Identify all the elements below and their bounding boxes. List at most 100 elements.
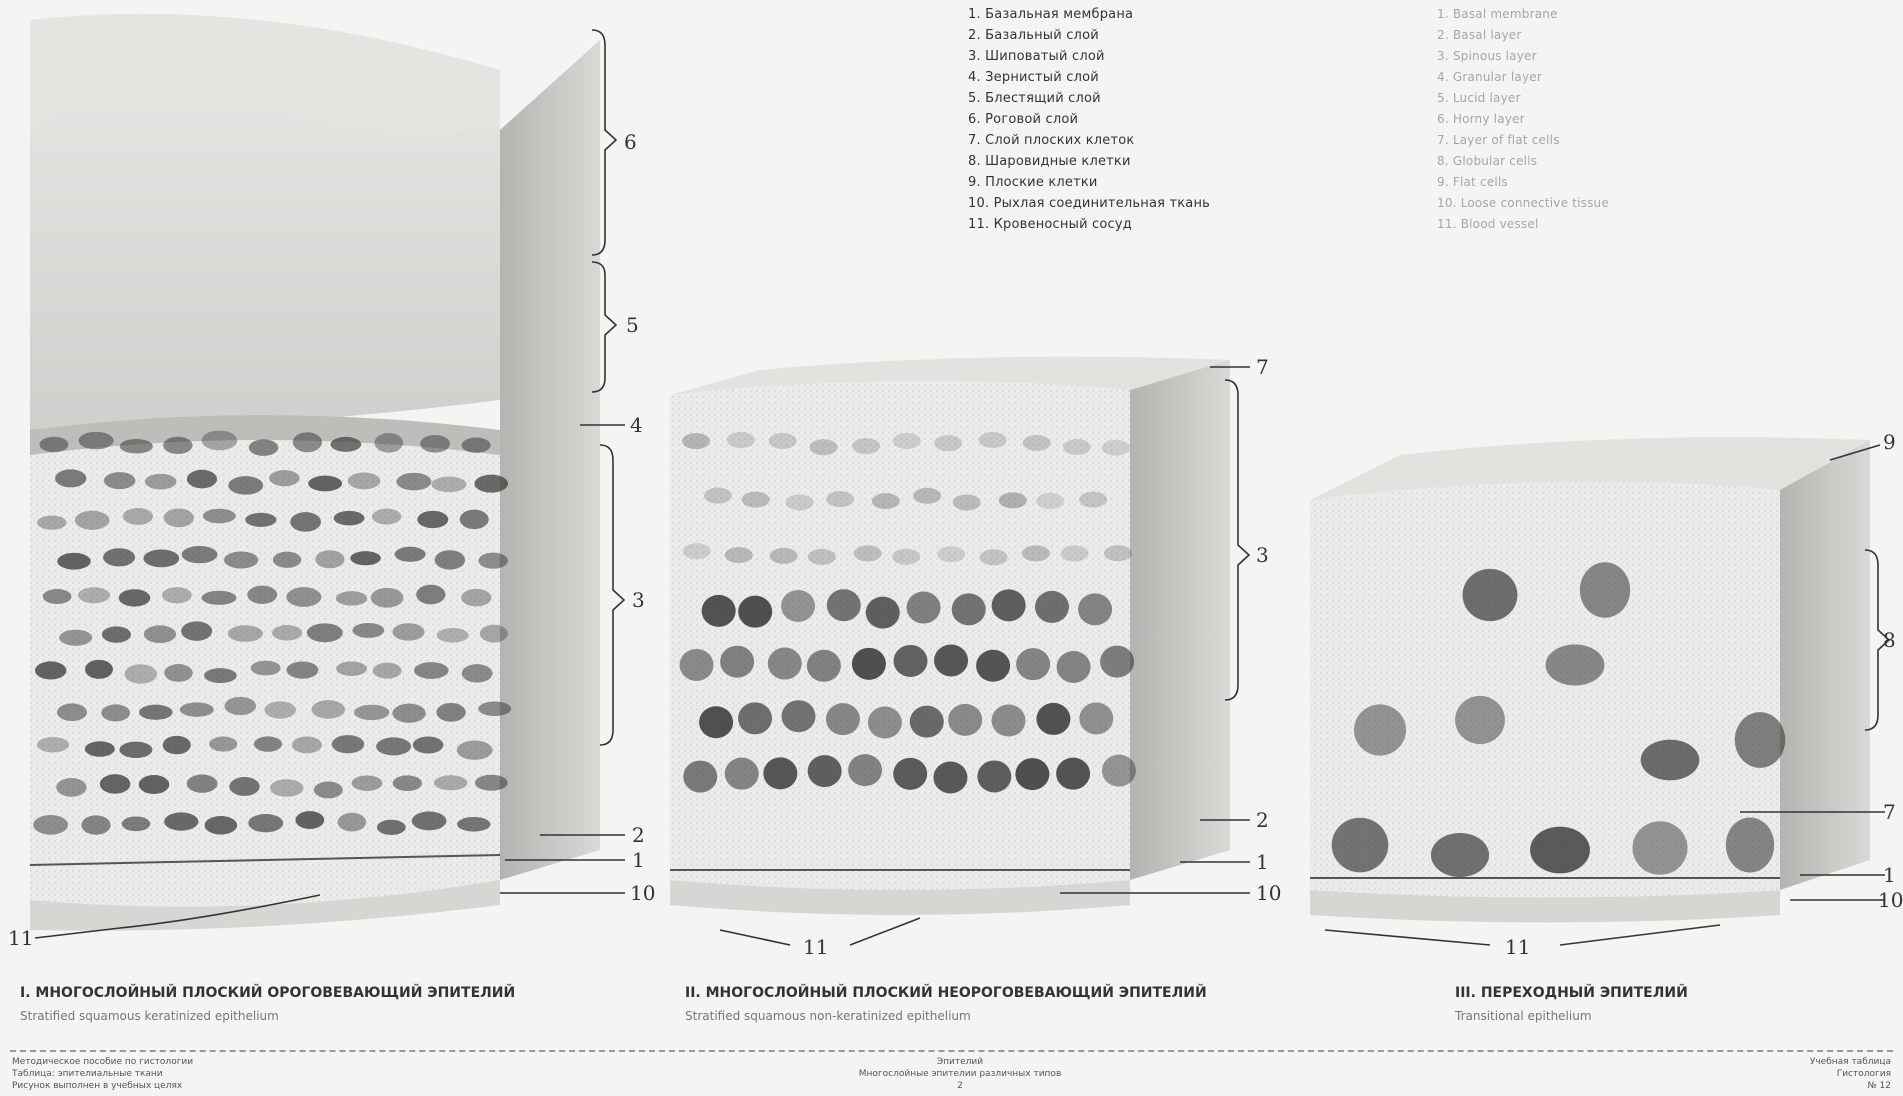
cell-nucleus xyxy=(720,646,754,678)
cell-nucleus xyxy=(810,439,838,455)
cell-nucleus xyxy=(292,737,322,754)
cell-nucleus xyxy=(202,430,238,450)
legend-item: 7. Layer of flat cells xyxy=(1437,130,1697,151)
cell-nucleus xyxy=(228,476,263,494)
callout-2: 2 xyxy=(1256,808,1269,832)
cell-nucleus xyxy=(352,775,383,791)
cell-nucleus xyxy=(953,494,981,510)
callout-10: 10 xyxy=(1878,888,1903,912)
cell-nucleus xyxy=(123,508,153,525)
cell-nucleus xyxy=(893,433,921,449)
cell-nucleus xyxy=(725,758,759,790)
legend-item: 10. Рыхлая соединительная ткань xyxy=(968,193,1388,214)
cell-nucleus xyxy=(81,815,110,834)
cell-nucleus xyxy=(437,628,469,643)
legend-item: 2. Basal layer xyxy=(1437,25,1697,46)
cell-nucleus xyxy=(57,703,87,721)
cell-nucleus xyxy=(1036,493,1064,509)
cell-nucleus xyxy=(1726,818,1774,873)
callout-7: 7 xyxy=(1256,355,1269,379)
cell-nucleus xyxy=(808,755,842,787)
cell-nucleus xyxy=(852,438,880,454)
cell-nucleus xyxy=(85,741,115,756)
cell-nucleus xyxy=(314,782,343,799)
cell-nucleus xyxy=(979,432,1007,448)
cell-nucleus xyxy=(1332,818,1389,873)
callout-4: 4 xyxy=(630,413,643,437)
caption-title: I. МНОГОСЛОЙНЫЙ ПЛОСКИЙ ОРОГОВЕВАЮЩИЙ ЭП… xyxy=(20,985,515,1001)
legend-item: 2. Базальный слой xyxy=(968,25,1388,46)
cell-nucleus xyxy=(37,737,69,752)
legend-item: 4. Зернистый слой xyxy=(968,67,1388,88)
block-nonkeratinized xyxy=(670,357,1230,915)
cell-nucleus xyxy=(436,703,465,722)
cell-nucleus xyxy=(461,589,491,607)
cell-nucleus xyxy=(462,438,491,453)
cell-nucleus xyxy=(143,549,179,567)
cell-nucleus xyxy=(480,625,508,643)
cell-nucleus xyxy=(1104,545,1132,561)
cell-nucleus xyxy=(910,706,944,738)
legend-item: 10. Loose connective tissue xyxy=(1437,193,1697,214)
cell-nucleus xyxy=(992,589,1026,621)
cell-nucleus xyxy=(119,589,151,606)
cell-nucleus xyxy=(164,812,198,830)
cell-nucleus xyxy=(247,586,277,604)
cell-nucleus xyxy=(182,546,218,563)
cell-nucleus xyxy=(125,664,158,683)
cell-nucleus xyxy=(682,433,710,449)
cell-nucleus xyxy=(181,621,212,641)
cell-nucleus xyxy=(224,551,258,568)
callout-9: 9 xyxy=(1883,430,1896,454)
cell-nucleus xyxy=(738,596,772,628)
cell-nucleus xyxy=(395,547,426,562)
cell-nucleus xyxy=(1546,644,1605,685)
cell-nucleus xyxy=(332,735,365,753)
cell-nucleus xyxy=(286,661,318,678)
cell-nucleus xyxy=(272,625,302,640)
cell-nucleus xyxy=(79,432,114,450)
cell-nucleus xyxy=(999,492,1027,508)
caption-subtitle: Stratified squamous non-keratinized epit… xyxy=(685,1009,1207,1023)
legend-latin: 1. Basal membrane2. Basal layer3. Spinou… xyxy=(1437,4,1697,235)
cell-nucleus xyxy=(417,511,448,528)
cell-nucleus xyxy=(992,705,1026,737)
callout-11: 11 xyxy=(8,926,33,950)
footer-right-line: № 12 xyxy=(1810,1080,1891,1092)
cell-nucleus xyxy=(205,816,238,835)
legend-item: 5. Блестящий слой xyxy=(968,88,1388,109)
cell-nucleus xyxy=(393,775,422,791)
cell-nucleus xyxy=(952,593,986,625)
block-1-side xyxy=(500,40,600,880)
callout-11: 11 xyxy=(1505,935,1530,959)
callout-5: 5 xyxy=(626,313,639,337)
cell-nucleus xyxy=(460,510,489,529)
cell-nucleus xyxy=(1016,648,1050,680)
callout-10: 10 xyxy=(630,881,655,905)
cell-nucleus xyxy=(56,778,86,797)
cell-nucleus xyxy=(808,549,836,565)
footer-center: Эпителий Многослойные эпителии различных… xyxy=(810,1056,1110,1092)
cell-nucleus xyxy=(101,704,130,721)
cell-nucleus xyxy=(727,432,755,448)
footer-right: Учебная таблица Гистология № 12 xyxy=(1810,1056,1891,1092)
cell-nucleus xyxy=(1735,712,1785,768)
cell-nucleus xyxy=(768,648,802,680)
cell-nucleus xyxy=(702,595,736,627)
cell-nucleus xyxy=(699,706,733,738)
cell-nucleus xyxy=(742,492,770,508)
caption-block-3: III. ПЕРЕХОДНЫЙ ЭПИТЕЛИЙ Transitional ep… xyxy=(1455,985,1688,1023)
cell-nucleus xyxy=(374,433,403,453)
block-transitional xyxy=(1310,437,1870,922)
footer-left-line: Рисунок выполнен в учебных целях xyxy=(12,1080,193,1092)
cell-nucleus xyxy=(1079,702,1113,734)
cell-nucleus xyxy=(725,547,753,563)
cell-nucleus xyxy=(270,779,303,797)
cell-nucleus xyxy=(683,761,717,793)
legend-item: 3. Шиповатый слой xyxy=(968,46,1388,67)
cell-nucleus xyxy=(396,473,431,491)
callout-3: 3 xyxy=(1256,543,1269,567)
cell-nucleus xyxy=(315,550,344,568)
caption-subtitle: Stratified squamous keratinized epitheli… xyxy=(20,1009,515,1023)
cell-nucleus xyxy=(1078,593,1112,625)
